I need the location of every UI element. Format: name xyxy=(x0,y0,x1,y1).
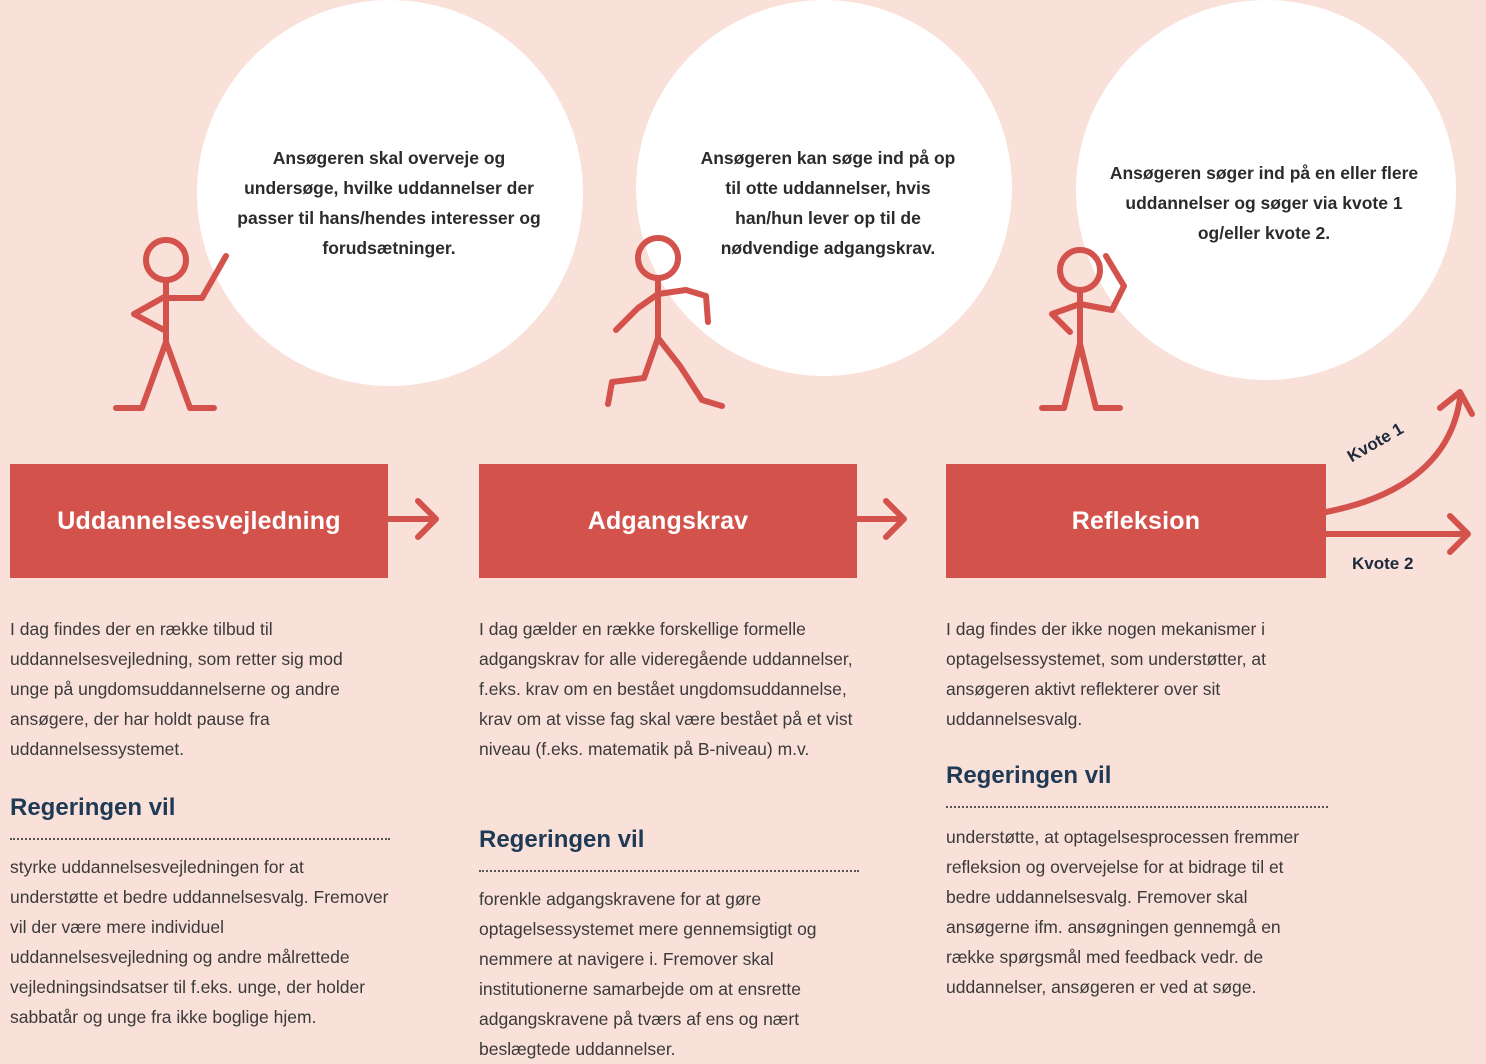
description-3: I dag findes der ikke nogen mekanismer i… xyxy=(946,619,1267,729)
step-box-uddannelsesvejledning: Uddannelsesvejledning xyxy=(10,464,388,578)
section-heading-3: Regeringen vil xyxy=(946,762,1112,789)
plan-3: understøtte, at optagelsesprocessen frem… xyxy=(946,827,1300,997)
bubble-text-3: Ansøgeren søger ind på en eller flere ud… xyxy=(1109,163,1419,243)
description-1: I dag findes der en række tilbud til udd… xyxy=(10,619,343,759)
quota-1-arrow-icon xyxy=(1323,389,1475,515)
divider-1 xyxy=(10,838,390,840)
stick-figure-considering-icon xyxy=(1039,247,1127,411)
step-box-adgangskrav: Adgangskrav xyxy=(479,464,857,578)
plan-2: forenkle adgangskravene for at gøre opta… xyxy=(479,889,817,1059)
step-title: Refleksion xyxy=(1071,506,1201,535)
bubble-text-1: Ansøgeren skal overveje og undersøge, hv… xyxy=(237,148,541,258)
plan-1: styrke uddannelsesvejledningen for at un… xyxy=(10,857,389,1027)
stick-figure-thinking-icon xyxy=(113,237,229,411)
step-title: Adgangskrav xyxy=(587,506,749,535)
bubble-text-2: Ansøgeren kan søge ind på op til otte ud… xyxy=(700,148,956,258)
thought-bubble-2 xyxy=(636,0,1012,376)
quota-2-arrow-icon xyxy=(1323,513,1471,555)
arrow-right-icon-2 xyxy=(854,498,907,540)
stick-figure-walking-icon xyxy=(605,235,725,409)
step-box-refleksion: Refleksion xyxy=(946,464,1326,578)
quota-2-label: Kvote 2 xyxy=(1352,554,1414,573)
divider-2 xyxy=(479,870,859,872)
thought-bubble-3 xyxy=(1076,0,1456,380)
divider-3 xyxy=(946,806,1328,808)
description-2: I dag gælder en række forskellige formel… xyxy=(479,619,853,759)
section-heading-1: Regeringen vil xyxy=(10,794,176,821)
step-title: Uddannelsesvejledning xyxy=(57,506,341,535)
thought-bubble-1 xyxy=(197,0,583,386)
arrow-right-icon-1 xyxy=(385,498,439,540)
section-heading-2: Regeringen vil xyxy=(479,826,645,853)
